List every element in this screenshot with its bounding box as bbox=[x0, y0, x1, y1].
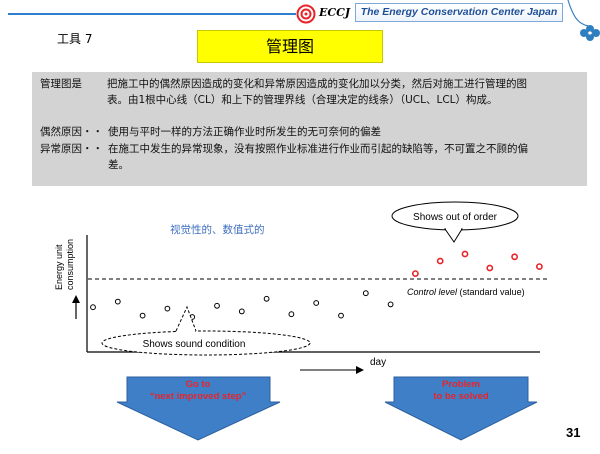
arrow-problem: Problem to be solved bbox=[384, 376, 538, 441]
definition-term: 管理图是 bbox=[40, 78, 82, 90]
normal-point bbox=[90, 304, 96, 311]
normal-point bbox=[263, 295, 270, 302]
normal-point bbox=[139, 312, 146, 319]
control-chart-svg: Energy unit consumption day Control leve… bbox=[54, 201, 548, 441]
normal-point bbox=[214, 302, 220, 309]
cause2-text-line-2: 差。 bbox=[108, 159, 129, 171]
org-name: The Energy Conservation Center Japan bbox=[360, 6, 558, 18]
arrow-problem-line-1: Problem bbox=[442, 379, 480, 390]
out-of-control-point bbox=[511, 253, 518, 261]
y-axis-label-line-2: consumption bbox=[65, 239, 75, 290]
normal-point bbox=[313, 300, 320, 306]
arrow-next-step-line-2: “next improved step” bbox=[150, 391, 247, 402]
page-title: 管理图 bbox=[265, 37, 314, 56]
tool-number: 工具 7 bbox=[57, 32, 93, 46]
header-rule bbox=[8, 13, 296, 15]
logo-text: ECCJ bbox=[319, 6, 351, 19]
arrow-next-step-line-1: Go to bbox=[186, 379, 211, 390]
arrow-problem-shape bbox=[384, 376, 538, 441]
page-number: 31 bbox=[566, 425, 581, 440]
callout-out-of-order-text: Shows out of order bbox=[413, 212, 498, 223]
out-of-control-point bbox=[436, 257, 444, 265]
normal-point bbox=[114, 298, 121, 305]
control-chart: Energy unit consumption day Control leve… bbox=[0, 195, 600, 450]
y-up-arrow-head bbox=[72, 295, 80, 303]
definition-line-1: 把施工中的偶然原因造成的变化和异常原因造成的变化加以分类，然后对施工进行管理的图 bbox=[107, 78, 527, 90]
org-banner: The Energy Conservation Center Japan bbox=[355, 3, 563, 22]
callout-sound-text: Shows sound condition bbox=[143, 339, 246, 350]
title-box: 管理图 bbox=[197, 30, 383, 63]
cause1-text: 使用与平时一样的方法正确作业时所发生的无可奈何的偏差 bbox=[108, 126, 381, 138]
arrow-next-step-shape bbox=[116, 376, 281, 441]
data-points bbox=[90, 250, 543, 320]
out-of-control-point bbox=[486, 264, 494, 272]
callout-sound-tail bbox=[175, 305, 197, 332]
arrow-next-step: Go to “next improved step” bbox=[116, 376, 281, 441]
normal-point bbox=[362, 290, 369, 297]
chart-subtitle: 视觉性的、数值式的 bbox=[170, 223, 265, 236]
normal-point bbox=[288, 311, 295, 318]
callout-out-of-order-tail bbox=[444, 228, 463, 243]
normal-point bbox=[338, 312, 344, 319]
control-level-label: Control level (standard value) bbox=[407, 287, 525, 297]
control-level-label-italic: Control level bbox=[407, 287, 458, 297]
cause2-text-line-1: 在施工中发生的异常现象，没有按照作业标准进行作业而引起的缺陷等，不可置之不顾的偏 bbox=[108, 143, 528, 155]
x-axis-label: day bbox=[370, 357, 386, 368]
callout-sound-bubble bbox=[101, 330, 311, 356]
x-right-arrow-head bbox=[356, 366, 364, 374]
out-of-control-point bbox=[411, 270, 419, 277]
definition-box: 管理图是 把施工中的偶然原因造成的变化和异常原因造成的变化加以分类，然后对施工进… bbox=[32, 72, 587, 186]
arrow-problem-line-2: to be solved bbox=[433, 391, 489, 402]
control-level-label-suffix: (standard value) bbox=[457, 287, 525, 297]
y-axis-label-line-1: Energy unit bbox=[54, 244, 64, 290]
normal-point bbox=[238, 308, 245, 315]
clover-logo-icon bbox=[567, 0, 600, 41]
eccj-logo-icon bbox=[296, 4, 316, 24]
out-of-control-point bbox=[536, 263, 543, 270]
cause2-label: 异常原因・・ bbox=[40, 143, 103, 155]
normal-point bbox=[387, 301, 394, 308]
normal-point bbox=[164, 305, 171, 312]
cause1-label: 偶然原因・・ bbox=[40, 126, 103, 138]
out-of-control-point bbox=[461, 250, 469, 258]
definition-line-2: 表。由1根中心线（CL）和上下的管理界线（合理决定的线条）（UCL、LCL）构成… bbox=[107, 94, 498, 106]
